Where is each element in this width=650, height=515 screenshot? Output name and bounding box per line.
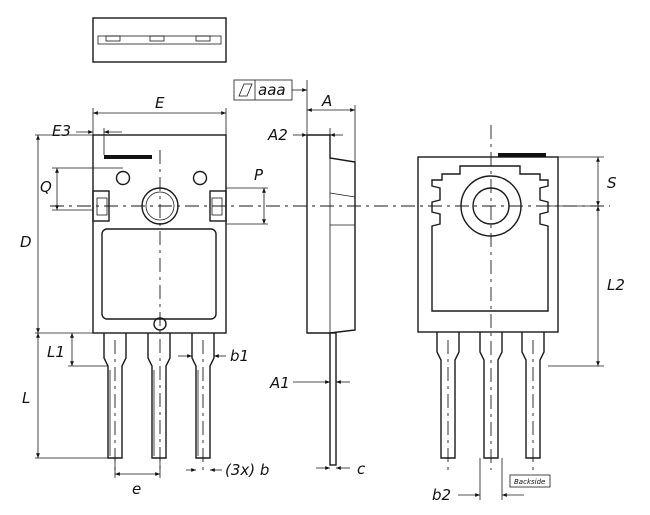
back-view	[417, 125, 559, 470]
label-e-width: E	[155, 94, 165, 112]
label-b2: b2	[432, 486, 451, 504]
label-aaa: aaa	[258, 81, 286, 99]
label-a1: A1	[269, 374, 290, 392]
label-d: D	[20, 233, 32, 251]
front-view	[92, 134, 227, 470]
label-b: (3x) b	[225, 461, 269, 479]
label-p: P	[254, 166, 264, 184]
label-l: L	[22, 389, 30, 407]
label-l2: L2	[607, 276, 625, 294]
side-view	[306, 134, 356, 466]
label-c: c	[357, 460, 366, 478]
label-q: Q	[40, 178, 52, 196]
label-backside: Backside	[514, 478, 545, 486]
label-e3: E3	[52, 122, 71, 140]
label-a: A	[321, 92, 332, 110]
dimensions	[35, 79, 604, 500]
label-l1: L1	[47, 343, 65, 361]
dimension-labels: E E3 Q D L1 L e b1 (3x) b P aaa A A2 A1 …	[20, 81, 625, 504]
top-view	[92, 17, 227, 63]
label-s: S	[607, 174, 617, 192]
label-e-pitch: e	[132, 480, 141, 498]
label-b1: b1	[230, 347, 249, 365]
label-a2: A2	[267, 126, 288, 144]
